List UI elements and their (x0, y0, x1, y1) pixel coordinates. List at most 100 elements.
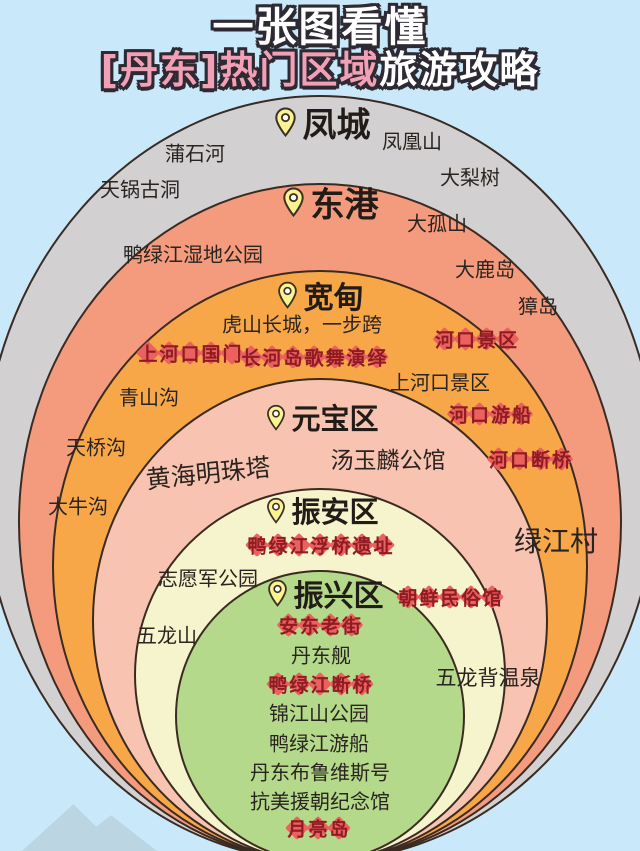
stamp-diamond-char: 河 (434, 327, 455, 352)
stamp-diamond-char: 江 (310, 672, 331, 697)
stamp-diamond-char: 桥 (551, 447, 572, 472)
region-name-text: 东港 (310, 185, 379, 226)
attraction-label: 大孤山 (407, 211, 467, 236)
stamp-diamond-char: 上 (138, 341, 159, 366)
stamp-diamond-char: 鸭 (268, 672, 289, 697)
stamp-diamond-char: 浮 (310, 533, 331, 558)
stamp-diamond-char: 岛 (329, 816, 350, 841)
attraction-label: 凤凰山 (382, 129, 442, 154)
region-name-text: 宽甸 (303, 281, 364, 316)
stamp-diamond-char: 绿 (268, 533, 289, 558)
attraction-label: 志愿军公园 (158, 566, 258, 591)
map-pin-icon (268, 579, 287, 607)
stamp-diamond-char: 江 (289, 533, 310, 558)
attraction-label: 大梨树 (440, 165, 500, 190)
stamp-diamond-char: 口 (180, 341, 201, 366)
stamp-diamond-char: 河 (488, 447, 509, 472)
stamp-diamond-char: 鸭 (247, 533, 268, 558)
map-pin-icon (278, 281, 297, 309)
stamp-diamond-char: 鲜 (419, 585, 440, 610)
region-name-text: 振兴区 (293, 579, 384, 614)
attraction-label: 青山沟 (119, 385, 179, 410)
stamp-diamond-char: 桥 (331, 533, 352, 558)
stamp-diamond-char: 演 (346, 345, 367, 370)
stamp-diamond-char: 绿 (289, 672, 310, 697)
attraction-label: 天桥沟 (66, 435, 126, 460)
stamped-attraction-label: 鸭绿江断桥 (268, 672, 373, 697)
page-title: 一张图看懂 [丹东]热门区域旅游攻略 (0, 3, 640, 93)
attraction-label: 丹东舰 (291, 643, 351, 668)
attraction-label: 獐岛 (518, 294, 558, 319)
stamp-diamond-char: 口 (509, 447, 530, 472)
region-name-text: 振安区 (291, 495, 379, 529)
stamp-diamond-char: 址 (373, 533, 394, 558)
stamp-diamond-char: 街 (341, 613, 362, 638)
attraction-label: 五龙山 (137, 623, 197, 648)
stamp-diamond-char: 东 (299, 613, 320, 638)
stamp-diamond-char: 朝 (398, 585, 419, 610)
stamped-attraction-label: 朝鲜民俗馆 (398, 585, 503, 610)
stamp-diamond-char: 月 (287, 816, 308, 841)
attraction-label: 大牛沟 (48, 494, 108, 519)
stamp-diamond-char: 桥 (352, 672, 373, 697)
mountain-decoration (22, 804, 157, 851)
map-pin-icon (267, 497, 285, 524)
attraction-label: 抗美援朝纪念馆 (250, 789, 390, 814)
stamp-diamond-char: 河 (448, 402, 469, 427)
attraction-label: 大鹿岛 (455, 257, 515, 282)
stamp-diamond-char: 国 (201, 341, 222, 366)
stamp-diamond-char: 舞 (325, 345, 346, 370)
attraction-label: 绿江村 (513, 525, 599, 558)
stamp-diamond-char: 歌 (304, 345, 325, 370)
region-name-text: 凤城 (302, 105, 371, 146)
stamped-attraction-label: 河口景区 (434, 327, 518, 352)
stamp-diamond-char: 民 (440, 585, 461, 610)
attraction-label: 鸭绿江游船 (269, 731, 369, 756)
stamp-diamond-char: 遗 (352, 533, 373, 558)
region-name-yuanbao: 元宝区 (265, 396, 379, 438)
stamped-attraction-label: 鸭绿江浮桥遗址 (247, 533, 394, 558)
stamp-diamond-char: 区 (497, 327, 518, 352)
stamp-diamond-char: 老 (320, 613, 341, 638)
stamp-diamond-char: 馆 (482, 585, 503, 610)
stamp-diamond-char: 河 (262, 345, 283, 370)
region-name-donggang: 东港 (282, 178, 379, 227)
title-line1: 一张图看懂 (212, 3, 428, 51)
map-pin-icon (267, 404, 285, 431)
attraction-label: 五龙背温泉 (435, 666, 541, 690)
stamped-attraction-label: 安东老街 (278, 613, 362, 638)
stamp-diamond-char: 断 (530, 447, 551, 472)
attraction-label: 天锅古洞 (100, 177, 180, 202)
stamp-diamond-char: 河 (159, 341, 180, 366)
attraction-label: 锦江山公园 (269, 701, 369, 726)
region-name-text: 元宝区 (291, 402, 379, 436)
stamped-attraction-label: 上河口国门 (138, 341, 243, 366)
stamped-attraction-label: 河口游船 (448, 402, 532, 427)
attraction-label: 蒲石河 (165, 141, 225, 166)
stamp-diamond-char: 船 (511, 402, 532, 427)
stamp-diamond-char: 岛 (283, 345, 304, 370)
stamp-diamond-char: 绎 (367, 345, 388, 370)
stamped-attraction-label: 长河岛歌舞演绎 (241, 345, 388, 370)
stamp-diamond-char: 断 (331, 672, 352, 697)
stamped-attraction-label: 河口断桥 (488, 447, 572, 472)
region-name-fengcheng: 凤城 (274, 98, 371, 147)
attraction-label: 汤玉麟公馆 (330, 448, 446, 474)
title-line2-rest: 旅游攻略 (379, 48, 540, 93)
stamped-attraction-label: 月亮岛 (287, 816, 350, 841)
region-name-kuandian: 宽甸 (277, 273, 364, 317)
title-line2-highlight: [丹东]热门区域 (100, 48, 380, 93)
attraction-label: 丹东布鲁维斯号 (250, 760, 390, 785)
stamp-diamond-char: 长 (241, 345, 262, 370)
stamp-diamond-char: 景 (476, 327, 497, 352)
attraction-label: 虎山长城，一步跨 (222, 312, 382, 337)
stamp-diamond-char: 亮 (308, 816, 329, 841)
region-name-zhenxing: 振兴区 (267, 571, 384, 615)
attraction-label: 鸭绿江湿地公园 (123, 242, 263, 267)
map-pin-icon (283, 187, 304, 218)
stamp-diamond-char: 游 (490, 402, 511, 427)
stamp-diamond-char: 口 (455, 327, 476, 352)
map-pin-icon (275, 107, 296, 138)
region-name-zhenan: 振安区 (265, 489, 379, 531)
